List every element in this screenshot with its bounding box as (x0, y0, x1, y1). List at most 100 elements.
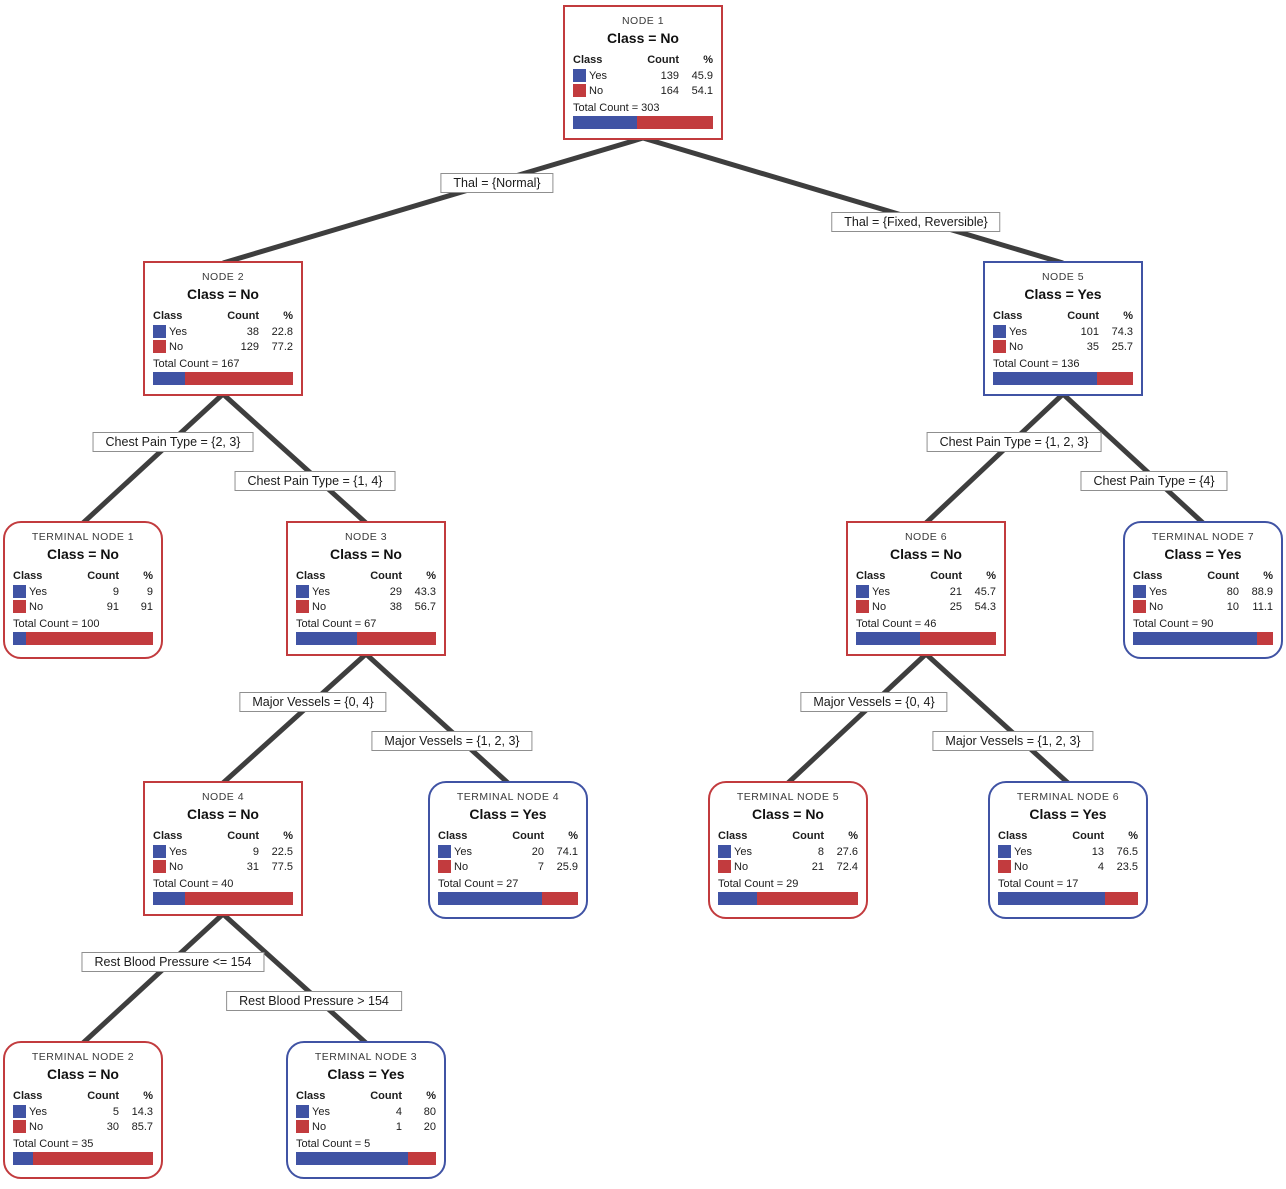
yes-row-label: Yes (312, 1105, 330, 1118)
class-column-header: Class (993, 310, 1023, 322)
node-predicted-class: Class = Yes (469, 806, 547, 822)
terminal-node[interactable]: TERMINAL NODE 4 Class = Yes Class Count … (428, 781, 588, 919)
yes-count-value: 9 (252, 845, 259, 858)
bar-yes-segment (993, 372, 1098, 385)
no-count-value: 31 (246, 860, 259, 873)
yes-count-value: 5 (112, 1105, 119, 1118)
bar-yes-segment (296, 1152, 408, 1165)
total-count-label: Total Count = 27 (438, 878, 519, 890)
table-row-yes: Yes 38 22.8 (153, 324, 293, 339)
no-percent-value: 91 (140, 600, 153, 613)
node-predicted-class: Class = No (890, 546, 962, 562)
decision-node[interactable]: NODE 2 Class = No Class Count % Yes 38 2… (143, 261, 303, 396)
yes-row-label: Yes (1009, 325, 1027, 338)
no-percent-value: 85.7 (131, 1120, 153, 1133)
terminal-node[interactable]: TERMINAL NODE 7 Class = Yes Class Count … (1123, 521, 1283, 659)
no-percent-value: 20 (423, 1120, 436, 1133)
percent-column-header: % (848, 830, 858, 842)
table-row-no: No 91 91 (13, 599, 153, 614)
no-count-value: 25 (949, 600, 962, 613)
tree-edge-line (924, 652, 1070, 785)
node-predicted-class: Class = Yes (1024, 286, 1102, 302)
yes-percent-value: 22.8 (271, 325, 293, 338)
bar-no-segment (33, 1152, 153, 1165)
terminal-node[interactable]: TERMINAL NODE 2 Class = No Class Count %… (3, 1041, 163, 1179)
total-count-label: Total Count = 29 (718, 878, 799, 890)
table-header-row: Class Count % (153, 309, 293, 323)
class-distribution-bar (153, 892, 293, 905)
no-percent-value: 23.5 (1116, 860, 1138, 873)
yes-count-value: 21 (949, 585, 962, 598)
edge-condition-label: Chest Pain Type = {1, 4} (234, 471, 396, 491)
no-color-swatch (856, 600, 869, 613)
table-row-no: No 21 72.4 (718, 859, 858, 874)
decision-node[interactable]: NODE 4 Class = No Class Count % Yes 9 22… (143, 781, 303, 916)
node-title: TERMINAL NODE 2 (31, 1051, 135, 1063)
bar-no-segment (1097, 372, 1133, 385)
decision-node[interactable]: NODE 6 Class = No Class Count % Yes 21 4… (846, 521, 1006, 656)
bar-no-segment (756, 892, 858, 905)
edge-condition-label: Rest Blood Pressure <= 154 (81, 952, 265, 972)
node-class-table: Class Count % Yes 13 76.5 No 4 23.5 (998, 829, 1138, 874)
decision-node[interactable]: NODE 1 Class = No Class Count % Yes 139 … (563, 5, 723, 140)
total-count-label: Total Count = 46 (856, 618, 937, 630)
terminal-node[interactable]: TERMINAL NODE 5 Class = No Class Count %… (708, 781, 868, 919)
percent-column-header: % (1128, 830, 1138, 842)
class-column-header: Class (153, 310, 183, 322)
edge-condition-label: Chest Pain Type = {1, 2, 3} (926, 432, 1102, 452)
table-header-row: Class Count % (573, 53, 713, 67)
table-row-no: No 164 54.1 (573, 83, 713, 98)
yes-count-value: 38 (246, 325, 259, 338)
yes-color-swatch (13, 1105, 26, 1118)
table-row-yes: Yes 8 27.6 (718, 844, 858, 859)
no-row-label: No (29, 600, 44, 613)
yes-color-swatch (438, 845, 451, 858)
node-title: NODE 4 (201, 791, 245, 803)
decision-node[interactable]: NODE 3 Class = No Class Count % Yes 29 4… (286, 521, 446, 656)
table-header-row: Class Count % (438, 829, 578, 843)
yes-count-value: 20 (531, 845, 544, 858)
table-row-yes: Yes 4 80 (296, 1104, 436, 1119)
node-title: NODE 6 (904, 531, 948, 543)
table-header-row: Class Count % (1133, 569, 1273, 583)
no-color-swatch (296, 1120, 309, 1133)
yes-color-swatch (153, 325, 166, 338)
yes-percent-value: 14.3 (131, 1105, 153, 1118)
table-row-no: No 38 56.7 (296, 599, 436, 614)
class-column-header: Class (998, 830, 1028, 842)
node-title: NODE 2 (201, 271, 245, 283)
decision-node[interactable]: NODE 5 Class = Yes Class Count % Yes 101… (983, 261, 1143, 396)
percent-column-header: % (1263, 570, 1273, 582)
yes-row-label: Yes (29, 585, 47, 598)
bar-yes-segment (998, 892, 1106, 905)
edge-condition-label: Major Vessels = {0, 4} (800, 692, 948, 712)
no-color-swatch (993, 340, 1006, 353)
no-percent-value: 56.7 (414, 600, 436, 613)
class-distribution-bar (718, 892, 858, 905)
yes-percent-value: 45.9 (691, 69, 713, 82)
bar-yes-segment (1133, 632, 1258, 645)
table-row-yes: Yes 5 14.3 (13, 1104, 153, 1119)
tree-edge-line (81, 912, 225, 1045)
no-count-value: 4 (1097, 860, 1104, 873)
class-column-header: Class (718, 830, 748, 842)
yes-color-swatch (573, 69, 586, 82)
total-count-label: Total Count = 90 (1133, 618, 1214, 630)
node-title: NODE 3 (344, 531, 388, 543)
node-predicted-class: Class = Yes (1164, 546, 1242, 562)
table-row-yes: Yes 9 9 (13, 584, 153, 599)
terminal-node[interactable]: TERMINAL NODE 6 Class = Yes Class Count … (988, 781, 1148, 919)
percent-column-header: % (426, 570, 436, 582)
class-column-header: Class (573, 54, 603, 66)
yes-color-swatch (13, 585, 26, 598)
bar-yes-segment (153, 372, 185, 385)
edge-condition-label: Major Vessels = {0, 4} (239, 692, 387, 712)
yes-color-swatch (718, 845, 731, 858)
terminal-node[interactable]: TERMINAL NODE 1 Class = No Class Count %… (3, 521, 163, 659)
no-count-value: 1 (395, 1120, 402, 1133)
node-title: TERMINAL NODE 3 (314, 1051, 418, 1063)
terminal-node[interactable]: TERMINAL NODE 3 Class = Yes Class Count … (286, 1041, 446, 1179)
yes-row-label: Yes (29, 1105, 47, 1118)
percent-column-header: % (143, 570, 153, 582)
